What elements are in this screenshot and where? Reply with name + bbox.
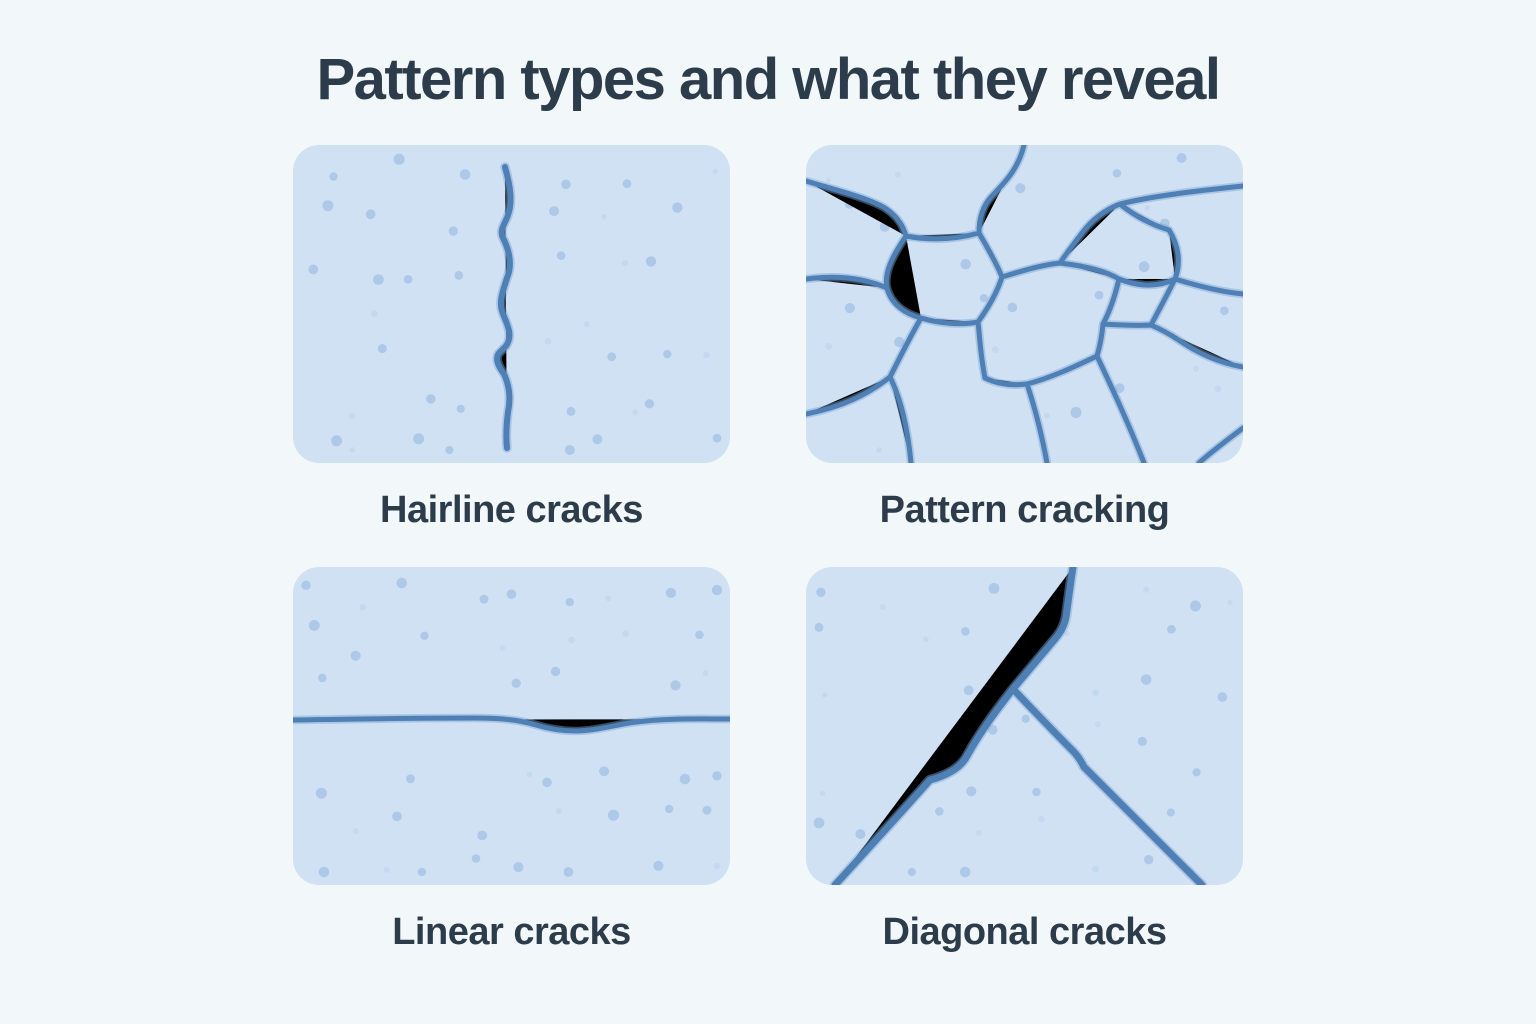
caption-diagonal-cracks: Diagonal cracks [882, 911, 1167, 953]
figure-diagonal-cracks: Diagonal cracks [806, 567, 1243, 955]
figure-pattern-cracking: Pattern cracking [806, 145, 1243, 533]
caption-linear-cracks: Linear cracks [392, 911, 631, 953]
figure-linear-cracks: Linear cracks [293, 567, 730, 955]
caption-hairline-cracks: Hairline cracks [380, 489, 643, 531]
linear-crack-illustration [293, 567, 730, 885]
diagonal-crack-illustration [806, 567, 1243, 885]
figure-grid: Hairline cracks Pattern cracking Linea [293, 145, 1243, 955]
hairline-crack-illustration [293, 145, 730, 463]
pattern-cracking-illustration [806, 145, 1243, 463]
caption-pattern-cracking: Pattern cracking [879, 489, 1170, 531]
figure-hairline-cracks: Hairline cracks [293, 145, 730, 533]
page-title: Pattern types and what they reveal [316, 47, 1221, 112]
